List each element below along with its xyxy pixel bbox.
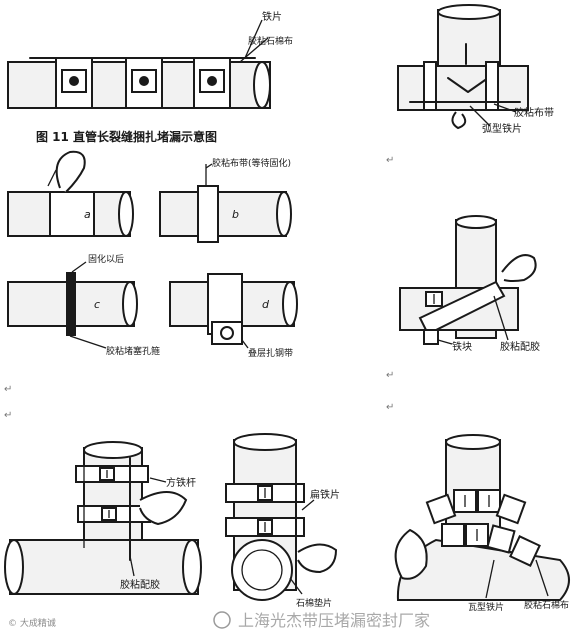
label-cured-ring: 固化以后: [88, 253, 124, 265]
clamp-2: [125, 57, 163, 109]
paragraph-mark-2: ↵: [4, 410, 12, 421]
diagonal-strap: [418, 280, 506, 336]
label-adhesive-asbestos-cloth: 胶粘石棉布: [248, 35, 293, 47]
bl-vertical-pipe: [83, 447, 143, 549]
leak-spray-mid: [501, 254, 537, 282]
step-d-pipe: d 叠层扎钢带: [169, 273, 298, 359]
step-a-pipe: a: [7, 150, 134, 237]
step-b-cloth-wrap: [197, 185, 219, 243]
step-c-cured-ring: [66, 272, 76, 336]
clamp-1: [55, 57, 93, 109]
paragraph-mark-3: ↵: [386, 155, 394, 166]
label-tile-iron-plate: 瓦型铁片: [468, 601, 504, 613]
label-adhesive-plug-hole: 胶粘堵塞孔箍: [106, 345, 160, 357]
watermark-right: 上海光杰带压堵漏密封厂家: [238, 611, 430, 630]
step-c-pipe: c 固化以后 胶粘堵塞孔箍: [7, 253, 160, 357]
leak-spray-a: [55, 150, 86, 193]
panel-tee-arc-plate: 胶粘布带 弧型铁片: [397, 4, 554, 135]
panel-flat-iron-plates: 扁铁片 石棉垫片: [225, 433, 340, 609]
step-letter-a: a: [84, 208, 91, 221]
bl-horizontal-pipe: [9, 539, 199, 595]
long-pipe-end: [253, 61, 271, 109]
label-adhesive-putty: 胶粘配胶: [500, 340, 540, 353]
label-stack-clamp: 叠层扎钢带: [248, 347, 293, 359]
figure-title: 图 11 直管长裂缝捆扎堵漏示意图: [36, 129, 217, 144]
panel-tile-iron-plates: 瓦型铁片 胶粘石棉布: [394, 434, 570, 613]
label-asbestos-pad: 石棉垫片: [296, 597, 332, 609]
label-adhesive-cloth-strip: 胶粘布带(等待固化): [212, 157, 291, 169]
leak-spray-bl: [139, 491, 188, 526]
label-arc-iron-plate: 弧型铁片: [482, 122, 522, 135]
watermark-left: © 大成精诚: [8, 617, 56, 629]
clamp-3: [193, 57, 231, 109]
step-letter-d: d: [262, 298, 270, 311]
label-adhesive-asbestos-cloth-2: 胶粘石棉布: [524, 599, 569, 611]
paragraph-mark-5: ↵: [386, 402, 394, 413]
watermark-logo-icon: [213, 611, 231, 629]
label-iron-block: 铁块: [452, 340, 472, 353]
panel-long-crack-pipe: 铁片 胶粘石棉布: [7, 10, 293, 109]
label-iron-plate: 铁片: [262, 10, 282, 23]
leak-spray-bm: [297, 543, 338, 574]
paragraph-mark-4: ↵: [386, 370, 394, 381]
watermark: © 大成精诚 上海光杰带压堵漏密封厂家: [8, 611, 430, 630]
label-adhesive-cloth: 胶粘布带: [514, 106, 554, 119]
iron-block: [423, 329, 439, 345]
label-flat-iron-plate: 扁铁片: [310, 488, 340, 501]
tile-plates: [425, 489, 541, 567]
paragraph-mark-1: ↵: [4, 384, 12, 395]
bm-pipe-cross-section: [231, 539, 293, 601]
leak-spray-br: [394, 528, 428, 580]
step-a-patch: [49, 191, 95, 237]
step-letter-b: b: [232, 208, 239, 221]
panel-tee-square-rods: 方铁杆 胶粘配胶: [4, 441, 202, 595]
label-square-iron-rod: 方铁杆: [166, 476, 196, 489]
panel-tee-iron-block: 铁块 胶粘配胶: [399, 215, 540, 353]
step-b-pipe: b 胶粘布带(等待固化): [159, 157, 292, 243]
step-letter-c: c: [94, 298, 100, 311]
label-adhesive-putty-2: 胶粘配胶: [120, 578, 160, 591]
